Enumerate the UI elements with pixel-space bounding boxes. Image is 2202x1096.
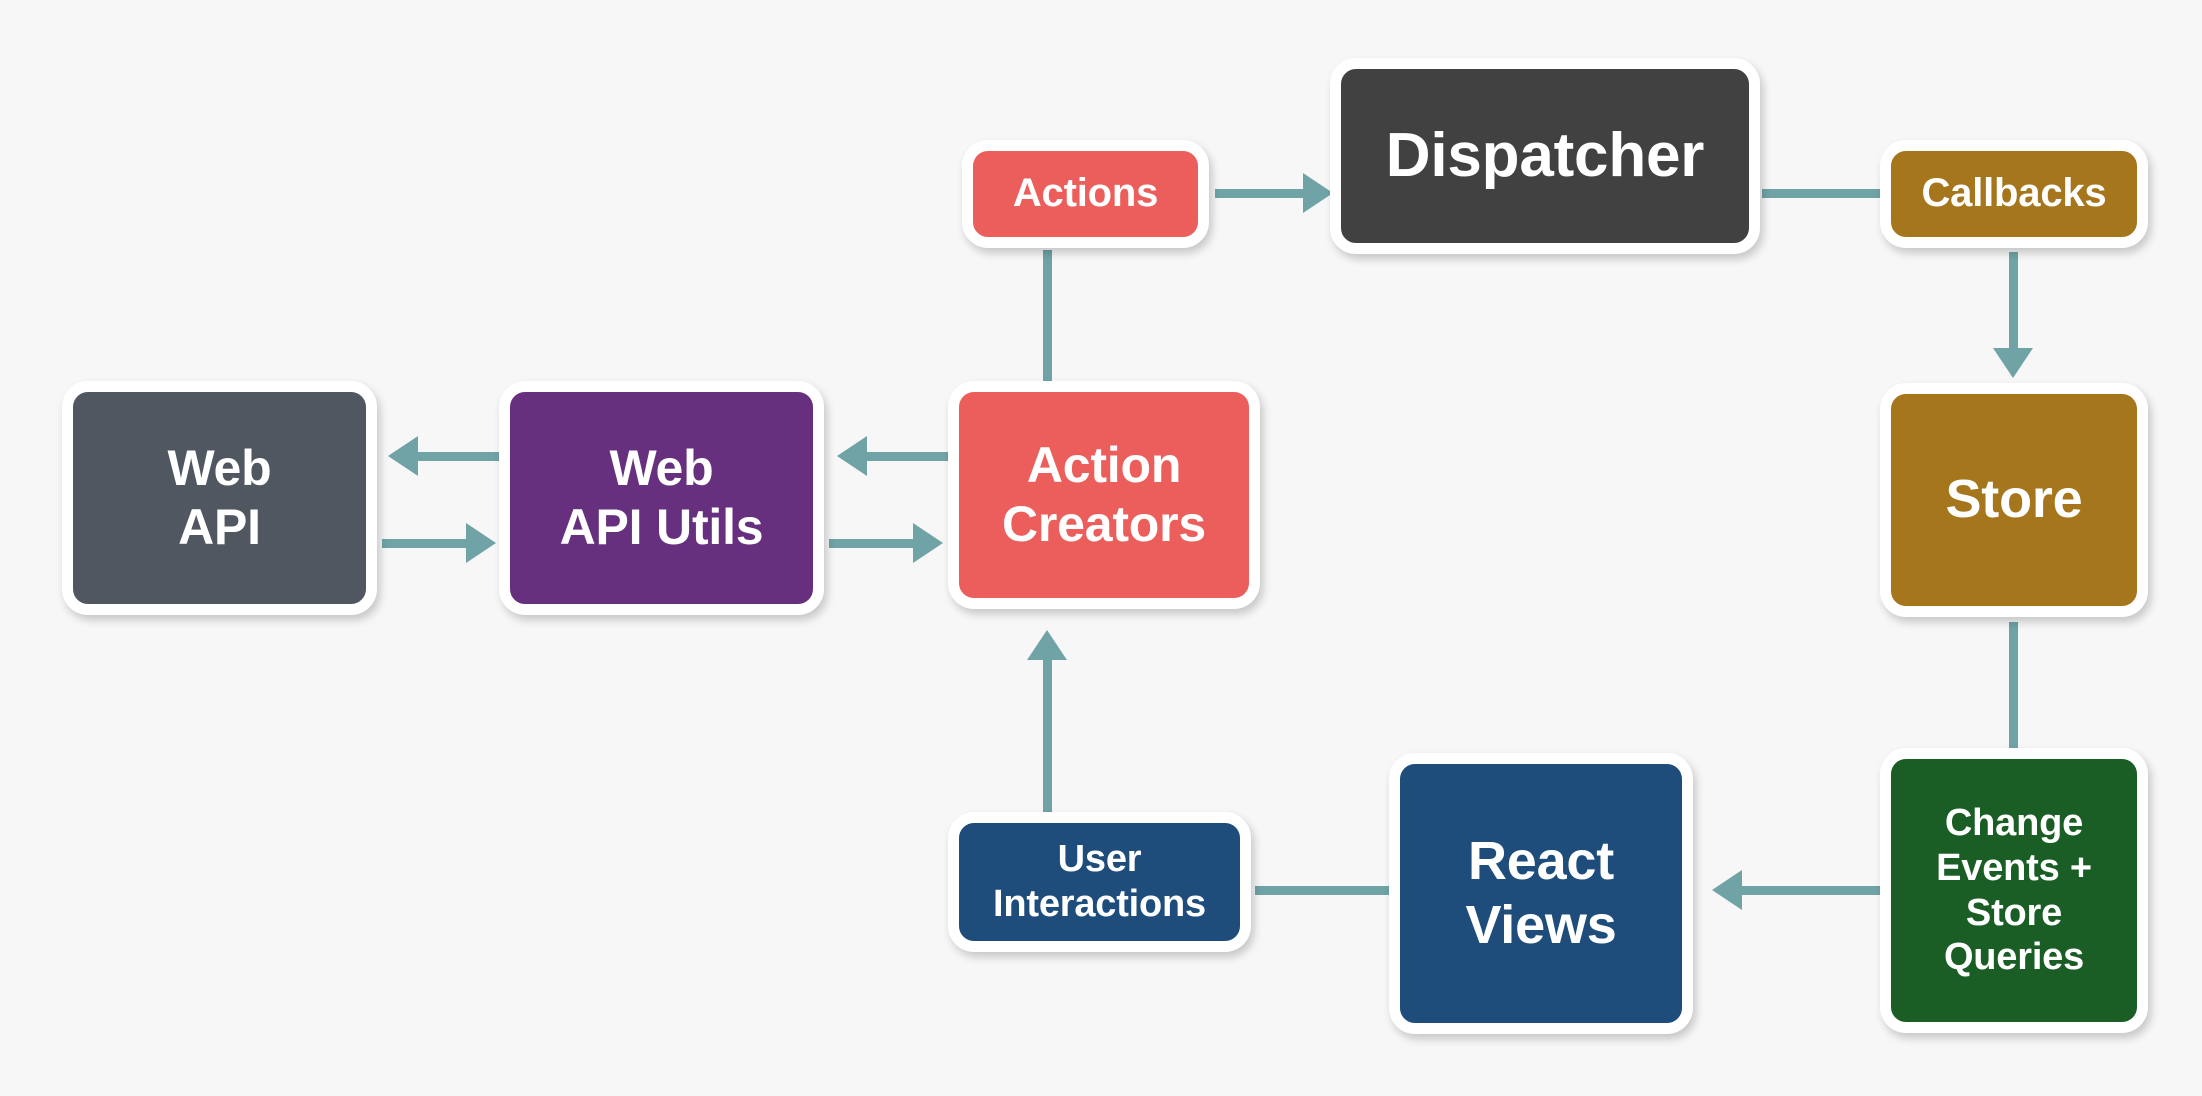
- connector-line: [1255, 886, 1395, 895]
- connector-line: [2009, 252, 2018, 352]
- arrowhead-right-icon: [1303, 173, 1333, 213]
- connector-line: [1043, 250, 1052, 386]
- node-store-label: Store: [1945, 469, 2083, 530]
- node-react-views-label: React Views: [1465, 830, 1617, 955]
- node-action-creators-label: Action Creators: [1001, 437, 1207, 552]
- connector-line: [382, 539, 468, 548]
- node-react-views[interactable]: React Views: [1389, 753, 1693, 1034]
- arrowhead-down-icon: [1993, 348, 2033, 378]
- node-store[interactable]: Store: [1880, 383, 2148, 617]
- node-web-api-utils-label: Web API Utils: [559, 440, 764, 555]
- connector-line: [829, 539, 915, 548]
- node-change-events-store-queries[interactable]: Change Events + Store Queries: [1880, 748, 2148, 1033]
- arrowhead-left-icon: [388, 436, 418, 476]
- connector-line: [2009, 622, 2018, 752]
- node-action-creators[interactable]: Action Creators: [948, 381, 1260, 609]
- connector-line: [1043, 660, 1052, 812]
- node-callbacks[interactable]: Callbacks: [1880, 140, 2148, 248]
- arrowhead-right-icon: [913, 523, 943, 563]
- node-user-interactions-label: User Interactions: [993, 838, 1206, 925]
- connector-line: [418, 452, 504, 461]
- node-actions-label: Actions: [1012, 171, 1159, 216]
- node-change-events-store-queries-label: Change Events + Store Queries: [1936, 801, 2092, 979]
- connector-line: [867, 452, 953, 461]
- connector-line: [1215, 189, 1307, 198]
- arrowhead-left-icon: [1712, 870, 1742, 910]
- arrowhead-left-icon: [837, 436, 867, 476]
- connector-line: [1742, 886, 1884, 895]
- arrowhead-up-icon: [1027, 630, 1067, 660]
- node-web-api-label: Web API: [167, 440, 272, 555]
- node-dispatcher[interactable]: Dispatcher: [1330, 58, 1760, 254]
- node-actions[interactable]: Actions: [962, 140, 1209, 248]
- arrowhead-right-icon: [466, 523, 496, 563]
- node-user-interactions[interactable]: User Interactions: [948, 812, 1251, 952]
- node-web-api-utils[interactable]: Web API Utils: [499, 381, 824, 615]
- node-dispatcher-label: Dispatcher: [1385, 121, 1705, 191]
- connector-line: [1762, 189, 1884, 198]
- node-web-api[interactable]: Web API: [62, 381, 377, 615]
- node-callbacks-label: Callbacks: [1921, 171, 2107, 216]
